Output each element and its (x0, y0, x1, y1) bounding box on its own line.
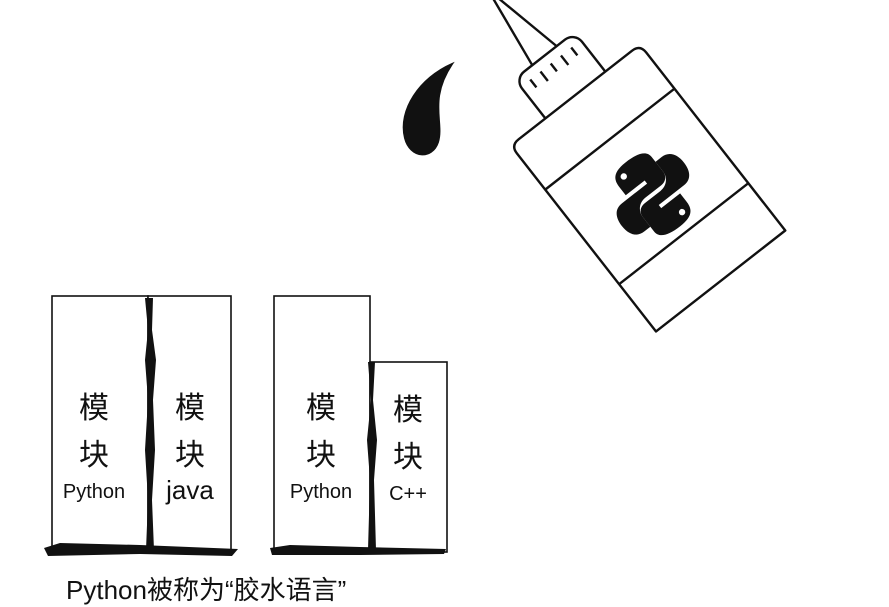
module-lang-label: Python (290, 481, 352, 503)
glue-drop-icon (402, 61, 455, 156)
module-lang-label: Python (63, 481, 125, 503)
python-logo-icon (615, 153, 691, 236)
module-pair-python-cpp: 模 块 Python 模 块 C++ (270, 295, 448, 555)
module-label-line2: 块 (79, 438, 109, 473)
module-lang-label: java (165, 475, 214, 505)
module-label-line1: 模 (79, 391, 109, 426)
module-box-cpp (369, 361, 448, 553)
module-pair-python-java: 模 块 Python 模 块 java (44, 295, 238, 556)
glue-seam (145, 298, 156, 550)
glue-bottle-icon (486, 0, 787, 333)
module-label-line2: 块 (306, 438, 336, 473)
glue-seam (367, 362, 377, 550)
glue-base (270, 545, 446, 555)
module-label-line1: 模 (393, 393, 423, 428)
module-label-line2: 块 (393, 440, 423, 475)
module-label-line1: 模 (306, 391, 336, 426)
module-box-python (273, 295, 371, 553)
module-label-line1: 模 (175, 391, 205, 426)
module-box-python (51, 295, 149, 553)
diagram-caption: Python被称为“胶水语言” (66, 575, 347, 605)
glue-base (44, 543, 238, 556)
module-lang-label: C++ (389, 483, 427, 505)
module-label-line2: 块 (175, 438, 205, 473)
